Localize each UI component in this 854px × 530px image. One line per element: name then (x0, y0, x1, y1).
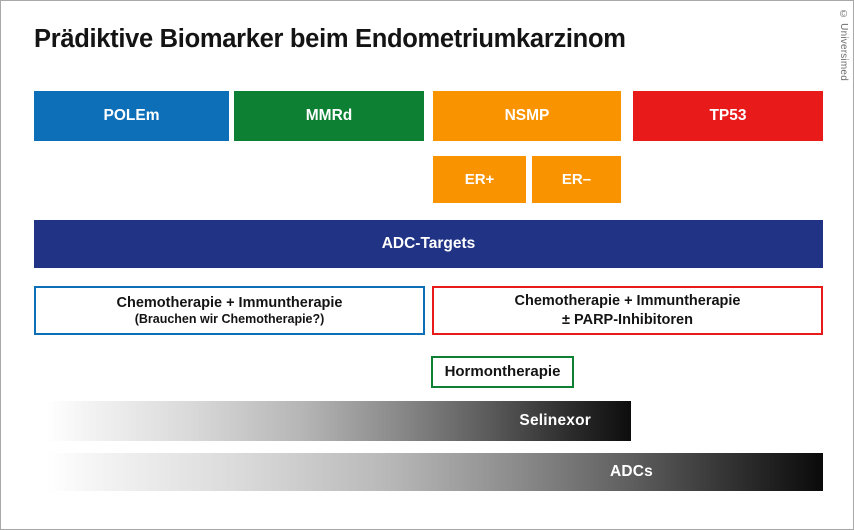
biomarker-block-nsmp[interactable]: NSMP (433, 91, 621, 141)
er-block-negative[interactable]: ER– (532, 156, 621, 203)
biomarker-block-polem[interactable]: POLEm (34, 91, 229, 141)
therapy-box-chemo-immuno-parp-right[interactable]: Chemotherapie + Immuntherapie ± PARP-Inh… (432, 286, 823, 335)
therapy-box-hormone[interactable]: Hormontherapie (431, 356, 574, 388)
biomarker-block-tp53[interactable]: TP53 (633, 91, 823, 141)
er-label-negative: ER– (561, 170, 592, 188)
figure-title: Prädiktive Biomarker beim Endometriumkar… (34, 25, 626, 53)
hormone-therapy-label: Hormontherapie (444, 362, 561, 380)
copyright-notice: © Universimed (838, 9, 849, 81)
adc-targets-bar[interactable]: ADC-Targets (34, 220, 823, 268)
biomarker-label-polem: POLEm (103, 107, 160, 125)
therapy-right-line1: Chemotherapie + Immuntherapie (514, 293, 741, 310)
gradient-bar-label-adcs: ADCs (609, 463, 653, 480)
adc-targets-label: ADC-Targets (381, 235, 476, 253)
biomarker-label-nsmp: NSMP (504, 107, 550, 125)
therapy-box-chemo-immuno-left[interactable]: Chemotherapie + Immuntherapie (Brauchen … (34, 286, 425, 335)
er-block-positive[interactable]: ER+ (433, 156, 526, 203)
gradient-bar-selinexor[interactable]: Selinexor (46, 401, 631, 441)
therapy-right-line2: ± PARP-Inhibitoren (562, 311, 693, 328)
therapy-left-line1: Chemotherapie + Immuntherapie (116, 294, 343, 311)
biomarker-label-mmrd: MMRd (305, 107, 353, 125)
gradient-bar-label-selinexor: Selinexor (519, 412, 591, 429)
er-label-positive: ER+ (464, 170, 495, 188)
biomarker-label-tp53: TP53 (709, 107, 747, 125)
therapy-left-line2: (Brauchen wir Chemotherapie?) (134, 311, 325, 326)
gradient-bar-adcs[interactable]: ADCs (46, 453, 823, 491)
biomarker-block-mmrd[interactable]: MMRd (234, 91, 424, 141)
